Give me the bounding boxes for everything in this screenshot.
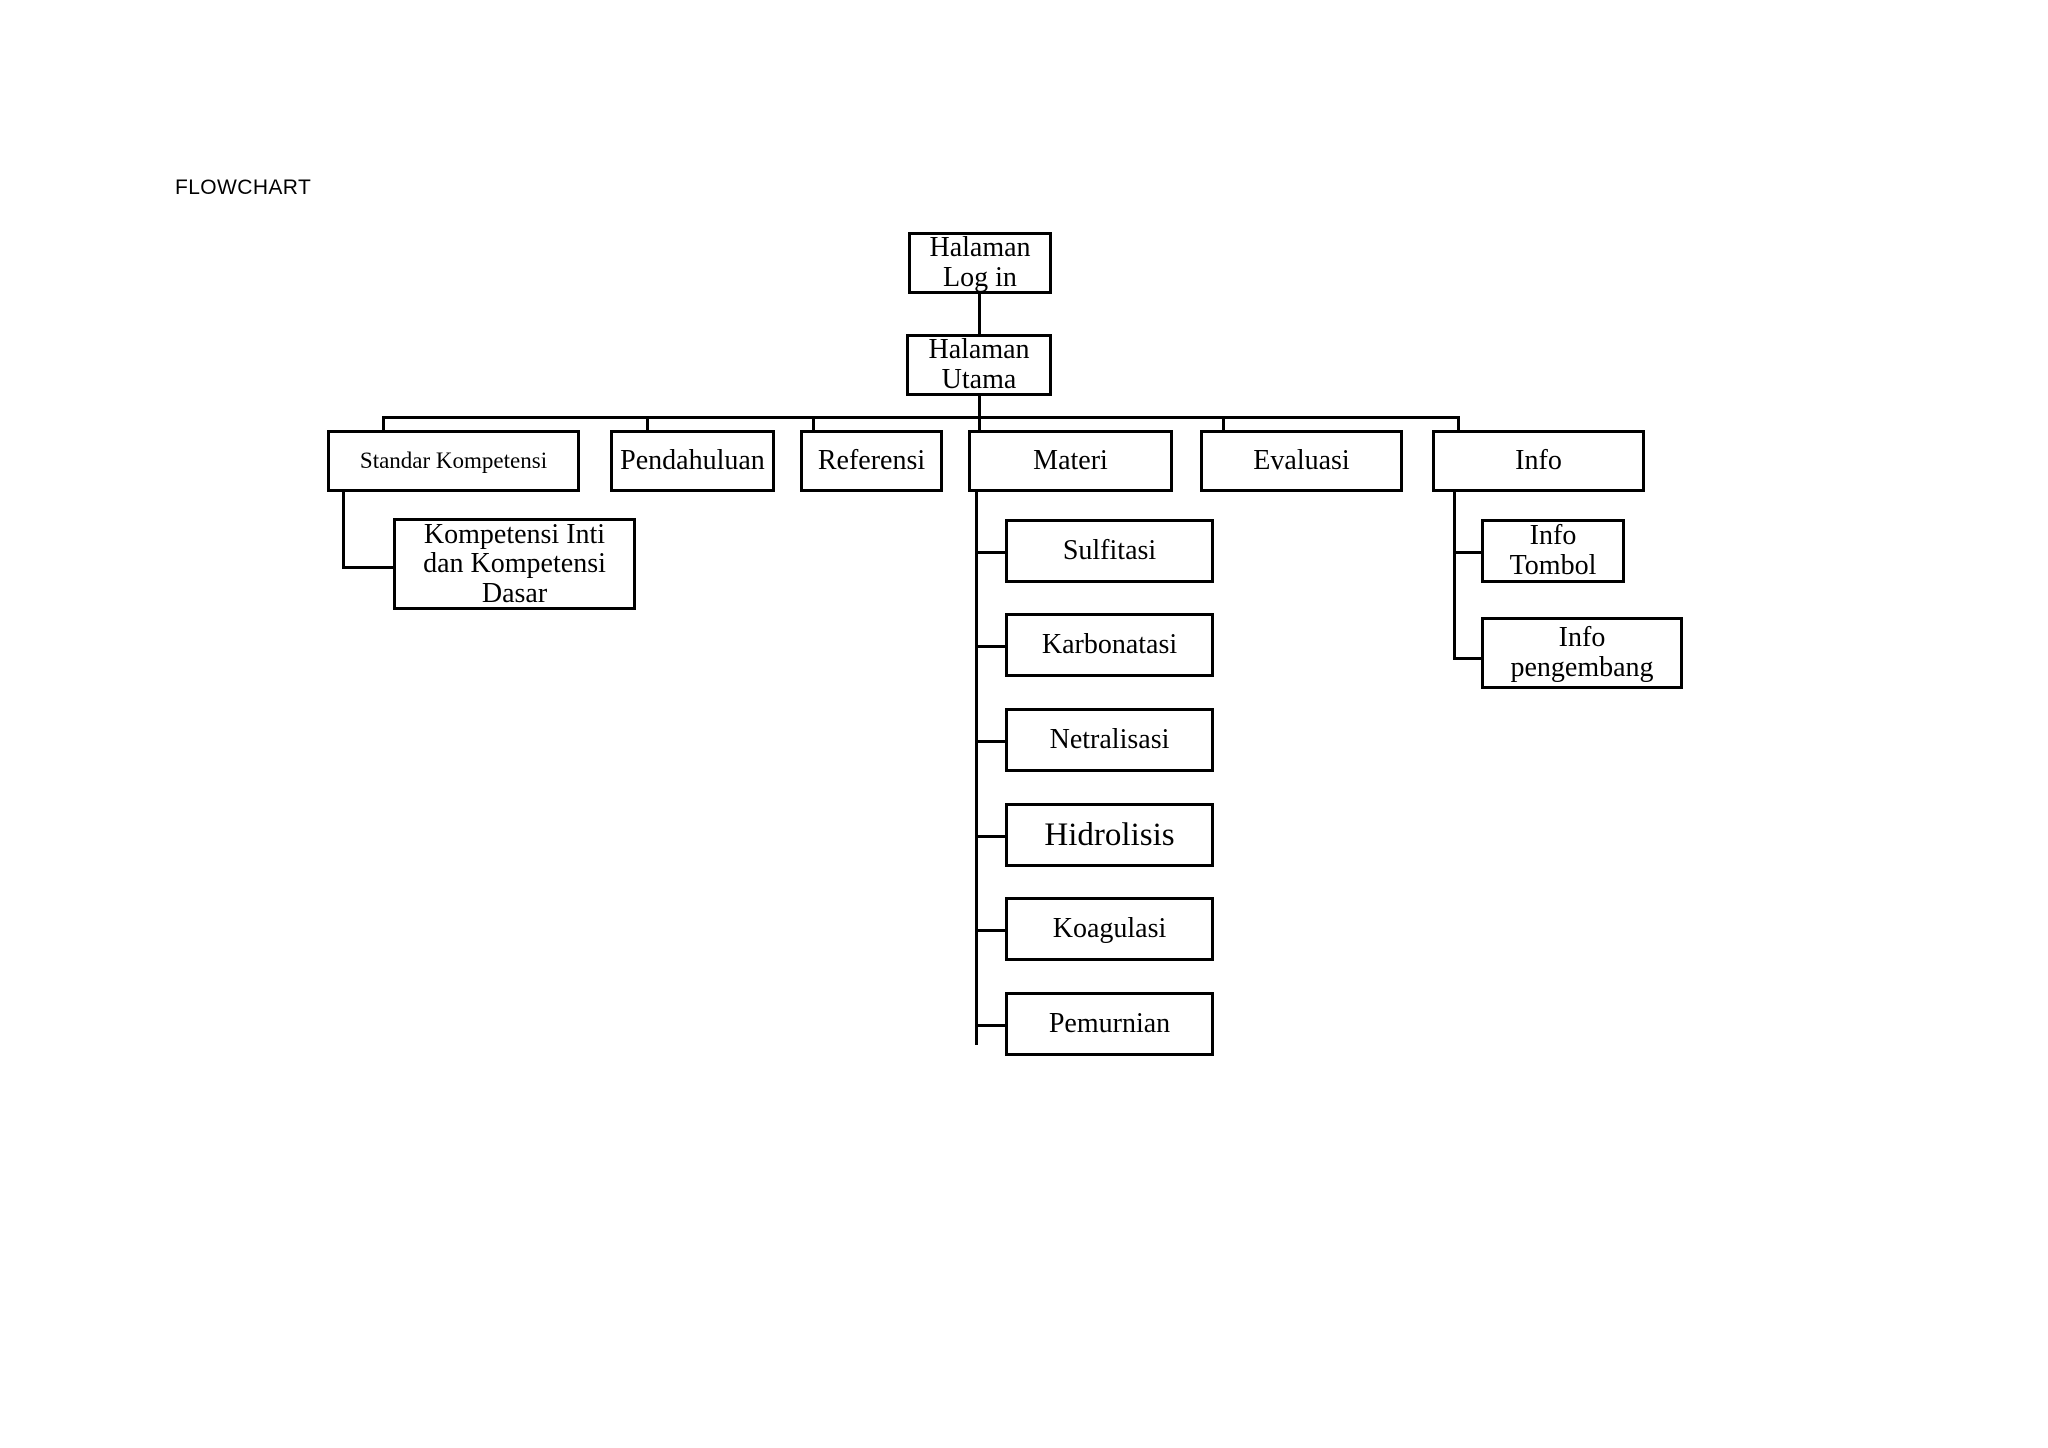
edge-drop-materi <box>978 416 981 432</box>
node-hidrolisis-label: Hidrolisis <box>1044 816 1175 853</box>
node-materi-label: Materi <box>1033 445 1108 477</box>
edge-login-to-utama <box>978 294 981 334</box>
node-referensi-label: Referensi <box>817 445 926 477</box>
node-karbonatasi-label: Karbonatasi <box>1041 629 1178 661</box>
node-kompetensi-inti-dasar-label: Kompetensi Inti dan Kompetensi Dasar <box>423 518 606 609</box>
edge-drop-info <box>1457 416 1460 432</box>
node-info-tombol[interactable]: Info Tombol <box>1481 519 1625 583</box>
edge-materi-trunk <box>975 492 978 1045</box>
node-karbonatasi[interactable]: Karbonatasi <box>1005 613 1214 677</box>
edge-info-to-infopengembang <box>1453 657 1485 660</box>
edge-drop-evaluasi <box>1222 416 1225 432</box>
edge-standar-to-kikd <box>342 566 396 569</box>
node-standar-kompetensi[interactable]: Standar Kompetensi <box>327 430 580 492</box>
node-halaman-utama[interactable]: Halaman Utama <box>906 334 1052 396</box>
node-halaman-utama-label: Halaman Utama <box>928 334 1030 395</box>
node-evaluasi[interactable]: Evaluasi <box>1200 430 1403 492</box>
node-sulfitasi-label: Sulfitasi <box>1062 535 1157 567</box>
node-netralisasi[interactable]: Netralisasi <box>1005 708 1214 772</box>
node-hidrolisis[interactable]: Hidrolisis <box>1005 803 1214 867</box>
edge-utama-stem <box>978 396 981 418</box>
edge-drop-pendahuluan <box>646 416 649 432</box>
node-pemurnian[interactable]: Pemurnian <box>1005 992 1214 1056</box>
edge-materi-to-sulfitasi <box>975 551 1009 554</box>
node-info-pengembang[interactable]: Info pengembang <box>1481 617 1683 689</box>
node-referensi[interactable]: Referensi <box>800 430 943 492</box>
edge-standar-trunk <box>342 492 345 569</box>
node-koagulasi[interactable]: Koagulasi <box>1005 897 1214 961</box>
node-evaluasi-label: Evaluasi <box>1253 445 1350 477</box>
node-pemurnian-label: Pemurnian <box>1048 1008 1171 1040</box>
edge-drop-referensi <box>812 416 815 432</box>
node-pendahuluan[interactable]: Pendahuluan <box>610 430 775 492</box>
edge-materi-to-koagulasi <box>975 929 1009 932</box>
edge-materi-to-netralisasi <box>975 740 1009 743</box>
node-pendahuluan-label: Pendahuluan <box>620 445 765 477</box>
page-title: FLOWCHART <box>175 176 312 199</box>
node-standar-kompetensi-label: Standar Kompetensi <box>359 447 548 473</box>
edge-drop-standar <box>382 416 385 432</box>
node-sulfitasi[interactable]: Sulfitasi <box>1005 519 1214 583</box>
node-materi[interactable]: Materi <box>968 430 1173 492</box>
edge-info-trunk <box>1453 492 1456 660</box>
edge-materi-to-hidrolisis <box>975 835 1009 838</box>
node-info-pengembang-label: Info pengembang <box>1510 622 1654 683</box>
node-info-tombol-label: Info Tombol <box>1509 520 1597 581</box>
node-halaman-login-label: Halaman Log in <box>929 232 1031 293</box>
edge-info-to-infotombol <box>1453 551 1485 554</box>
node-kompetensi-inti-dasar[interactable]: Kompetensi Inti dan Kompetensi Dasar <box>393 518 636 610</box>
node-info-label: Info <box>1515 445 1562 477</box>
edge-materi-to-karbonatasi <box>975 645 1009 648</box>
node-netralisasi-label: Netralisasi <box>1049 724 1170 756</box>
node-info[interactable]: Info <box>1432 430 1645 492</box>
edge-materi-to-pemurnian <box>975 1024 1009 1027</box>
node-halaman-login[interactable]: Halaman Log in <box>908 232 1052 294</box>
node-koagulasi-label: Koagulasi <box>1052 913 1167 945</box>
edge-distribution-bar <box>382 416 1460 419</box>
